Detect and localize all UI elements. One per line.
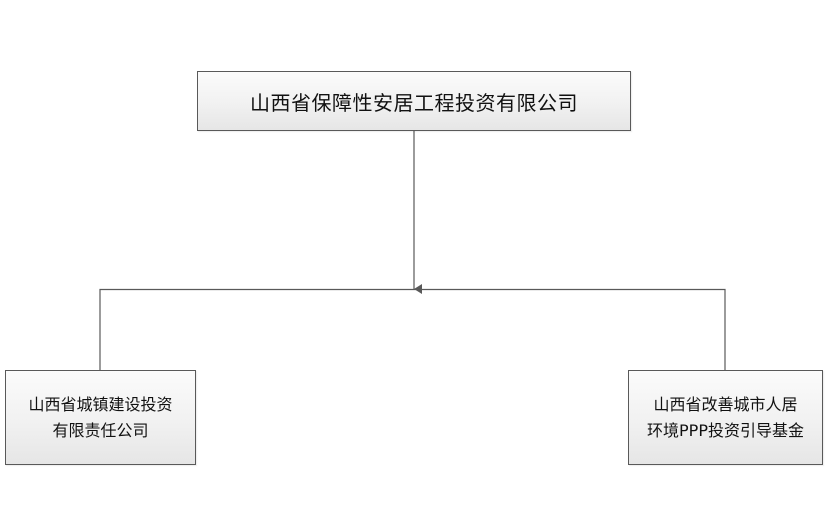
child-node-box-left: 山西省城镇建设投资 有限责任公司 (5, 370, 196, 465)
child-node-box-right: 山西省改善城市人居 环境PPP投资引导基金 (628, 370, 823, 465)
root-node-box: 山西省保障性安居工程投资有限公司 (197, 71, 631, 131)
child-node-label-left: 山西省城镇建设投资 有限责任公司 (28, 394, 173, 440)
child-node-label-right: 山西省改善城市人居 环境PPP投资引导基金 (647, 394, 804, 440)
root-node-label: 山西省保障性安居工程投资有限公司 (250, 90, 578, 115)
branch-bracket-line (99, 288, 726, 370)
